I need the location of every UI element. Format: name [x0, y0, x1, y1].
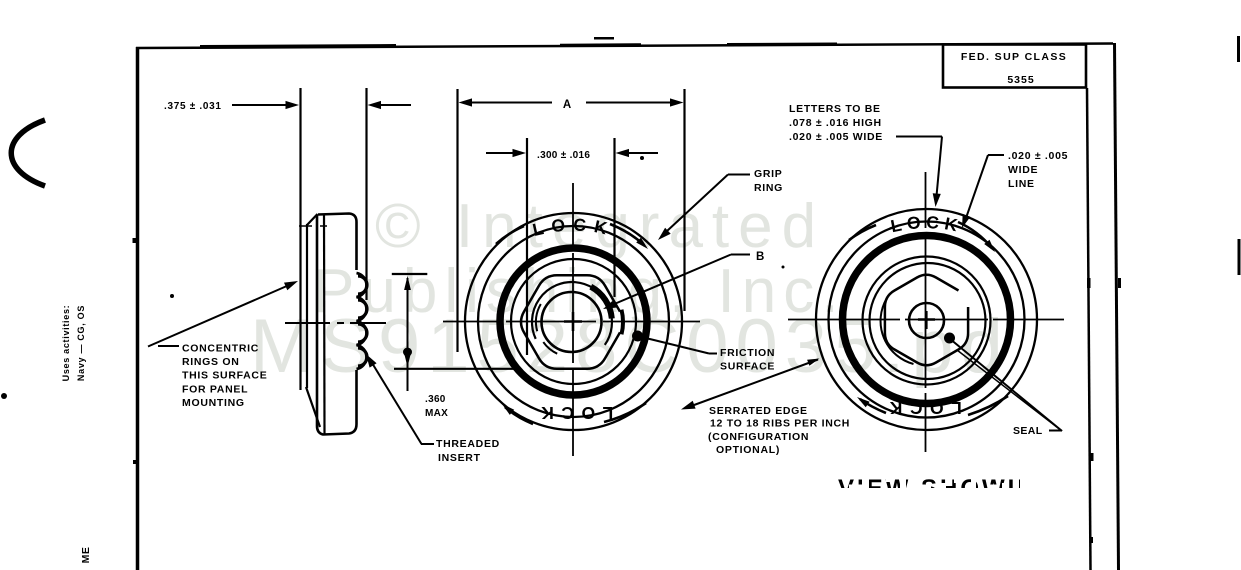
- svg-text:SERRATED EDGE: SERRATED EDGE: [709, 405, 808, 417]
- svg-text:LOCK: LOCK: [882, 398, 962, 418]
- svg-text:FOR PANEL: FOR PANEL: [182, 383, 248, 395]
- svg-text:SURFACE: SURFACE: [720, 361, 775, 373]
- svg-text:SEAL: SEAL: [1013, 425, 1043, 437]
- svg-text:12 TO 18 RIBS PER INCH: 12 TO 18 RIBS PER INCH: [710, 418, 850, 430]
- svg-text:FED. SUP CLASS: FED. SUP CLASS: [961, 51, 1067, 63]
- svg-text:RING: RING: [754, 182, 783, 194]
- svg-text:.020 ± .005 WIDE: .020 ± .005 WIDE: [789, 131, 883, 143]
- svg-text:LINE: LINE: [1008, 178, 1035, 190]
- svg-text:RINGS ON: RINGS ON: [182, 356, 240, 368]
- svg-text:OPTIONAL): OPTIONAL): [716, 444, 780, 456]
- svg-text:GRIP: GRIP: [754, 168, 782, 180]
- svg-text:LOCK: LOCK: [534, 403, 614, 423]
- svg-text:.300 ± .016: .300 ± .016: [537, 150, 590, 161]
- svg-text:MAX: MAX: [425, 408, 448, 419]
- svg-text:VIEW SHOWING: VIEW SHOWING: [838, 475, 1059, 502]
- svg-text:INSERT: INSERT: [438, 452, 481, 464]
- svg-text:THIS SURFACE: THIS SURFACE: [182, 370, 267, 382]
- svg-text:ME: ME: [80, 547, 92, 564]
- svg-text:Navy — CG, OS: Navy — CG, OS: [76, 305, 86, 381]
- svg-text:5355: 5355: [1007, 74, 1034, 86]
- svg-text:CONCENTRIC: CONCENTRIC: [182, 343, 259, 355]
- svg-text:.020 ± .005: .020 ± .005: [1008, 150, 1068, 162]
- svg-text:THREADED: THREADED: [436, 438, 500, 450]
- svg-text:.078 ± .016 HIGH: .078 ± .016 HIGH: [789, 117, 882, 129]
- svg-text:MOUNTING: MOUNTING: [182, 397, 245, 409]
- svg-text:.360: .360: [425, 394, 446, 405]
- svg-text:B: B: [756, 251, 764, 263]
- svg-text:WIDE: WIDE: [1008, 164, 1038, 176]
- svg-text:.375 ± .031: .375 ± .031: [164, 101, 222, 112]
- svg-text:FRICTION: FRICTION: [720, 347, 775, 359]
- svg-text:(CONFIGURATION: (CONFIGURATION: [708, 431, 809, 443]
- svg-text:A: A: [563, 99, 571, 111]
- svg-text:Uses activities:: Uses activities:: [61, 305, 71, 382]
- svg-text:LETTERS TO BE: LETTERS TO BE: [789, 103, 881, 115]
